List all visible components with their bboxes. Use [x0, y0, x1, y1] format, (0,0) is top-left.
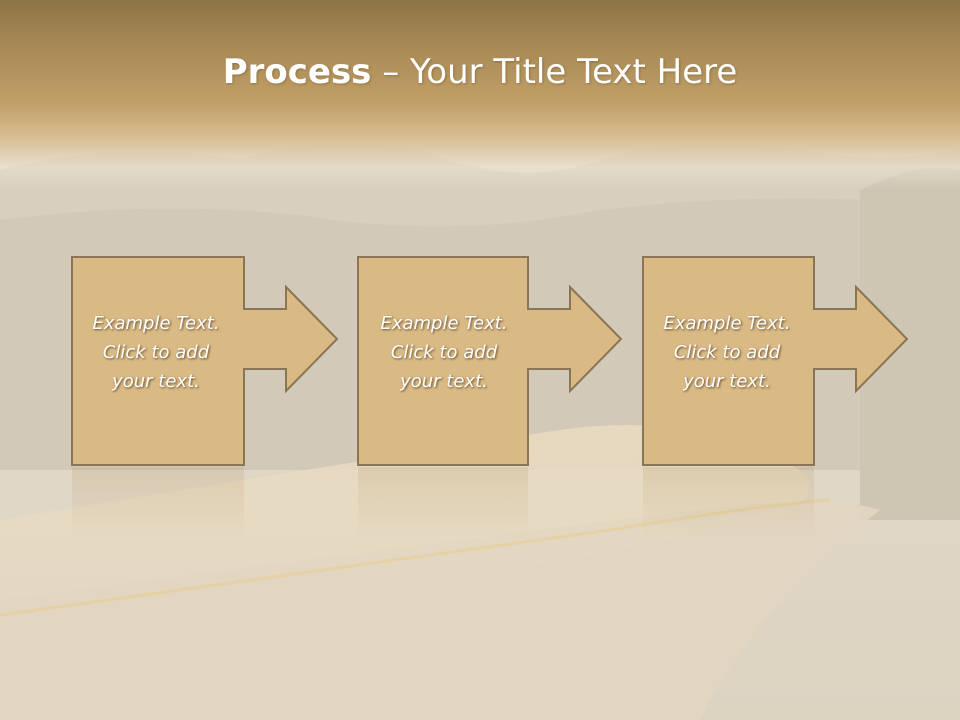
- slide-title[interactable]: Process – Your Title Text Here: [0, 52, 960, 92]
- step-text-line-2: Click to add: [390, 342, 498, 363]
- step-text-line-1: Example Text.: [663, 313, 791, 334]
- step-text: Example Text. Click to add your text.: [76, 309, 236, 396]
- step-text-line-3: your text.: [683, 371, 771, 392]
- step-arrow-shape: [71, 256, 339, 466]
- process-step-1[interactable]: Example Text. Click to add your text.: [71, 256, 342, 467]
- step-text: Example Text. Click to add your text.: [364, 309, 524, 396]
- step-text-line-2: Click to add: [102, 342, 210, 363]
- title-bold-text: Process: [222, 52, 372, 92]
- step-arrow-shape: [357, 256, 623, 466]
- step-text-line-3: your text.: [112, 371, 200, 392]
- step-reflection-3: [643, 467, 814, 537]
- title-band: [0, 0, 960, 190]
- step-reflection-1: [72, 467, 244, 537]
- step-arrow-shape: [642, 256, 909, 466]
- process-step-3[interactable]: Example Text. Click to add your text.: [642, 256, 913, 467]
- step-text-line-3: your text.: [400, 371, 488, 392]
- title-rest-text: – Your Title Text Here: [371, 52, 738, 92]
- step-text: Example Text. Click to add your text.: [647, 309, 807, 396]
- step-text-line-2: Click to add: [673, 342, 781, 363]
- process-step-2[interactable]: Example Text. Click to add your text.: [357, 256, 628, 467]
- step-text-line-1: Example Text.: [380, 313, 508, 334]
- step-text-line-1: Example Text.: [92, 313, 220, 334]
- step-reflection-2: [358, 467, 528, 537]
